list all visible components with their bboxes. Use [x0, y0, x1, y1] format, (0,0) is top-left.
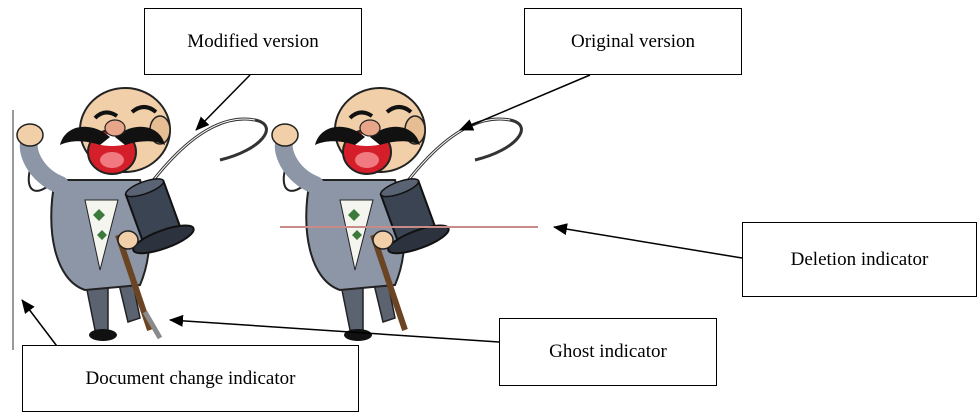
deletion-indicator-label: Deletion indicator: [742, 222, 977, 297]
ghost-mark: [142, 310, 163, 340]
modified-version-label: Modified version: [144, 8, 362, 75]
ghost-indicator-label: Ghost indicator: [499, 318, 717, 386]
modified-figure: [17, 88, 266, 341]
original-version-label: Original version: [524, 8, 742, 75]
document-change-indicator-label: Document change indicator: [22, 345, 359, 412]
original-figure: [272, 88, 521, 341]
